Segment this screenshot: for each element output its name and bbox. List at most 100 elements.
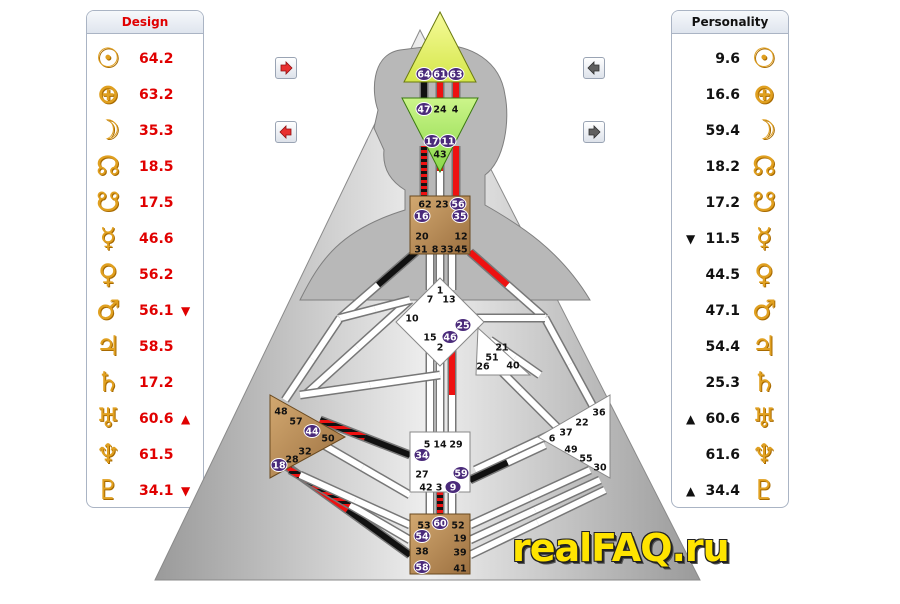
gate-3-label: 3 [436,483,443,494]
channel-segment [505,282,547,321]
personality-row-moon[interactable]: ☽ 59.4 [672,114,788,150]
design-gate-value: 56.2 [139,267,174,283]
gate-marker [413,560,431,574]
personality-row-saturn[interactable]: ♄25.3 [672,366,788,402]
gate-56-label: 56 [451,200,465,211]
gate-33-label: 33 [440,245,453,256]
pluto-icon: ♇ [751,475,777,506]
design-row-pluto[interactable]: ♇34.1▼ [87,474,203,507]
personality-prev-button[interactable] [583,57,605,79]
head-center [403,10,477,83]
north-node-icon: ☊ [752,151,776,182]
design-row-mercury[interactable]: ☿46.6 [87,222,203,258]
gate-marker [415,102,433,116]
personality-row-uranus[interactable]: ♅60.6▲ [672,402,788,438]
gate-16-label: 16 [415,212,429,223]
personality-row-sun[interactable]: ☉ 9.6 [672,42,788,78]
gate-54-label: 54 [415,532,429,543]
moon-icon: ☽ [751,115,777,146]
personality-gate-value: 11.5 [705,231,740,247]
personality-row-mars[interactable]: ♂47.1 [672,294,788,330]
sun-icon: ☉ [751,43,777,74]
saturn-icon: ♄ [751,367,777,398]
personality-row-earth[interactable]: ⊕16.6 [672,78,788,114]
channel-segment [298,472,357,503]
personality-row-south-node[interactable]: ☋17.2 [672,186,788,222]
design-row-south-node[interactable]: ☋17.5 [87,186,203,222]
design-gate-value: 61.5 [139,447,174,463]
personality-panel: Personality ☉9.6⊕16.6☽59.4☊18.2☋17.2☿11.… [671,10,789,508]
gate-1-label: 1 [437,286,444,297]
uranus-icon: ♅ [95,403,121,434]
design-row-neptune[interactable]: ♆ 61.5 [87,438,203,474]
gate-31-label: 31 [414,245,427,256]
personality-row-pluto[interactable]: ♇34.4▲ [672,474,788,507]
gate-7-label: 7 [427,295,434,306]
left-arrow-icon [279,125,292,139]
gate-8-label: 8 [432,245,439,256]
gate-27-label: 27 [415,470,428,481]
south-node-icon: ☋ [96,187,120,218]
design-gate-value: 58.5 [139,339,174,355]
design-row-saturn[interactable]: ♄17.2 [87,366,203,402]
gate-36-label: 36 [592,408,606,419]
personality-gate-value: 47.1 [705,303,740,319]
g-center [395,277,485,367]
neptune-icon: ♆ [95,439,121,470]
mercury-icon: ☿ [755,223,773,254]
design-row-moon[interactable]: ☽35.3 [87,114,203,150]
channel-segment [282,357,315,402]
design-row-north-node[interactable]: ☊18.5 [87,150,203,186]
gate-22-label: 22 [575,418,588,429]
exalted-arrow-icon: ▲ [181,412,191,426]
personality-row-north-node[interactable]: ☊ 18.2 [672,150,788,186]
gate-marker [452,466,470,480]
personality-row-venus[interactable]: ♀44.5 [672,258,788,294]
gate-11-label: 11 [441,137,454,148]
design-row-mars[interactable]: ♂56.1▼ [87,294,203,330]
channel-segment [468,494,532,528]
design-prev-button[interactable] [275,121,297,143]
personality-row-neptune[interactable]: ♆61.6 [672,438,788,474]
channel-segment [473,447,519,473]
saturn-icon: ♄ [95,367,121,398]
exalted-arrow-icon: ▲ [686,484,696,498]
gate-21-label: 21 [495,343,508,354]
gate-58-label: 58 [415,563,429,574]
design-gate-value: 56.1 [139,303,174,319]
gate-30-label: 30 [593,463,607,474]
design-next-button[interactable] [275,57,297,79]
gate-35-label: 35 [453,212,466,223]
gate-41-label: 41 [453,564,466,575]
personality-gate-value: 9.6 [715,51,740,67]
gate-marker [413,448,431,462]
gate-42-label: 42 [419,483,432,494]
gate-44-label: 44 [305,427,319,438]
gate-5-label: 5 [424,440,431,451]
gate-46-label: 46 [443,333,457,344]
channel-segment [468,507,537,543]
gate-25-label: 25 [456,321,469,332]
personality-gate-value: 54.4 [705,339,740,355]
personality-gate-value: 18.2 [705,159,740,175]
design-row-earth[interactable]: ⊕63.2 [87,78,203,114]
personality-next-button[interactable] [583,121,605,143]
design-row-sun[interactable]: ☉64.2 [87,42,203,78]
personality-row-jupiter[interactable]: ♃54.4 [672,330,788,366]
gate-55-label: 55 [579,454,592,465]
gate-6-label: 6 [549,434,556,445]
gate-4-label: 4 [452,105,459,116]
personality-gate-value: 59.4 [705,123,740,139]
gate-marker [439,134,457,148]
pluto-icon: ♇ [95,475,121,506]
design-row-venus[interactable]: ♀56.2 [87,258,203,294]
personality-row-mercury[interactable]: ☿11.5▼ [672,222,788,258]
design-row-jupiter[interactable]: ♃58.5 [87,330,203,366]
design-row-uranus[interactable]: ♅60.6▲ [87,402,203,438]
channel-segment [318,417,367,441]
personality-gate-value: 16.6 [705,87,740,103]
gate-62-label: 62 [418,200,431,211]
head-silhouette [299,44,591,301]
gate-52-label: 52 [451,521,464,532]
